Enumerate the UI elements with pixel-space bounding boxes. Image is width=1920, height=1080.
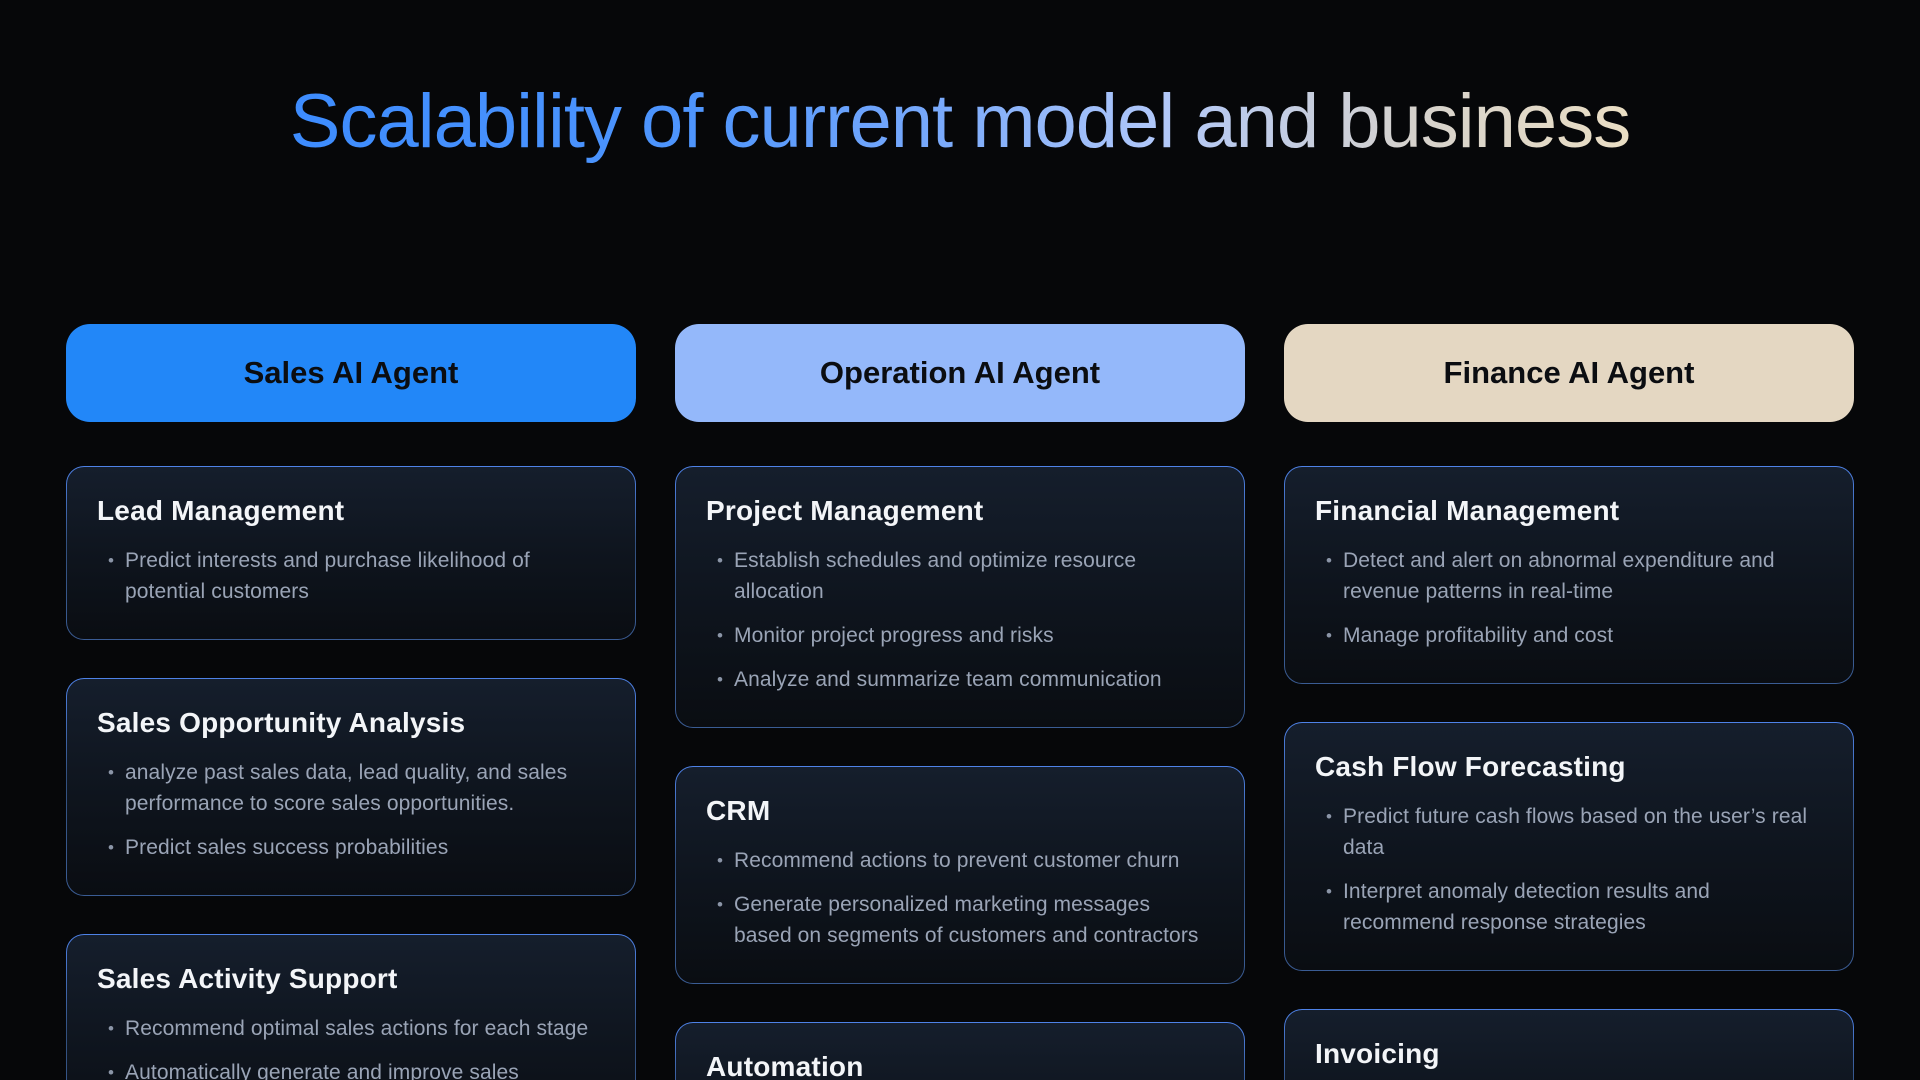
- bullet-text: Automatically generate and improve sales…: [125, 1061, 519, 1080]
- bullet-list: • Establish schedules and optimize resour…: [706, 545, 1208, 695]
- feature-card: Sales Activity Support • Recommend optima…: [66, 934, 636, 1080]
- bullet-dot: •: [108, 763, 114, 782]
- card-title: Sales Activity Support: [97, 963, 398, 994]
- agent-header: Finance AI Agent: [1284, 324, 1854, 422]
- card-title: Invoicing: [1315, 1038, 1440, 1069]
- bullet-dot: •: [108, 551, 114, 570]
- bullet-item: • Predict sales success probabilities: [97, 832, 599, 863]
- bullet-list: • Recommend actions to prevent customer c…: [706, 845, 1208, 951]
- page-title: Scalability of current model and busines…: [0, 82, 1920, 162]
- feature-card: Invoicing •Analyze contract contents and…: [1284, 1009, 1854, 1080]
- feature-card: Automation •Create natural language-base…: [675, 1022, 1245, 1080]
- page-title-text: Scalability of current model and busines…: [289, 79, 1631, 164]
- bullet-text: Detect and alert on abnormal expenditure…: [1343, 549, 1775, 603]
- feature-card: Lead Management • Predict interests and p…: [66, 466, 636, 640]
- feature-card: Project Management • Establish schedules …: [675, 466, 1245, 728]
- agent-column: Finance AI Agent Financial Management • D…: [1284, 324, 1854, 1080]
- agent-column: Operation AI Agent Project Management • E…: [675, 324, 1245, 1080]
- bullet-list: • Predict interests and purchase likeliho…: [97, 545, 599, 607]
- bullet-text: Monitor project progress and risks: [734, 624, 1054, 647]
- bullet-dot: •: [108, 1063, 114, 1080]
- bullet-text: Generate personalized marketing messages…: [734, 893, 1199, 947]
- bullet-dot: •: [717, 895, 723, 914]
- card-title: Financial Management: [1315, 495, 1620, 526]
- bullet-dot: •: [1326, 882, 1332, 901]
- cards: Lead Management • Predict interests and p…: [66, 466, 636, 1080]
- bullet-text: analyze past sales data, lead quality, a…: [125, 761, 568, 815]
- bullet-list: • Recommend optimal sales actions for eac…: [97, 1013, 599, 1080]
- card-title: CRM: [706, 795, 771, 826]
- bullet-text: Analyze and summarize team communication: [734, 668, 1162, 691]
- cards: Financial Management • Detect and alert o…: [1284, 466, 1854, 1080]
- bullet-text: Manage profitability and cost: [1343, 624, 1614, 647]
- card-title: Lead Management: [97, 495, 345, 526]
- bullet-item: • Manage profitability and cost: [1315, 620, 1817, 651]
- feature-card: CRM • Recommend actions to prevent custom…: [675, 766, 1245, 984]
- bullet-item: • Monitor project progress and risks: [706, 620, 1208, 651]
- bullet-list: • Predict future cash flows based on the …: [1315, 801, 1817, 938]
- bullet-dot: •: [717, 626, 723, 645]
- cards: Project Management • Establish schedules …: [675, 466, 1245, 1080]
- bullet-dot: •: [717, 551, 723, 570]
- bullet-dot: •: [108, 1019, 114, 1038]
- card-title: Automation: [706, 1051, 864, 1080]
- bullet-text: Predict future cash flows based on the u…: [1343, 805, 1808, 859]
- bullet-dot: •: [717, 670, 723, 689]
- bullet-item: • Predict interests and purchase likeliho…: [97, 545, 599, 607]
- bullet-text: Predict sales success probabilities: [125, 836, 449, 859]
- card-title: Project Management: [706, 495, 984, 526]
- bullet-text: Interpret anomaly detection results and …: [1343, 880, 1710, 934]
- card-title: Sales Opportunity Analysis: [97, 707, 466, 738]
- agent-header: Sales AI Agent: [66, 324, 636, 422]
- columns: Sales AI Agent Lead Management • Predict …: [66, 324, 1854, 1080]
- bullet-item: • Detect and alert on abnormal expenditur…: [1315, 545, 1817, 607]
- bullet-text: Recommend actions to prevent customer ch…: [734, 849, 1180, 872]
- bullet-item: • analyze past sales data, lead quality, …: [97, 757, 599, 819]
- bullet-dot: •: [717, 851, 723, 870]
- agent-column: Sales AI Agent Lead Management • Predict …: [66, 324, 636, 1080]
- bullet-item: • Establish schedules and optimize resour…: [706, 545, 1208, 607]
- bullet-dot: •: [1326, 551, 1332, 570]
- bullet-dot: •: [108, 838, 114, 857]
- bullet-list: • analyze past sales data, lead quality, …: [97, 757, 599, 863]
- bullet-item: • Predict future cash flows based on the …: [1315, 801, 1817, 863]
- card-title: Cash Flow Forecasting: [1315, 751, 1626, 782]
- bullet-text: Predict interests and purchase likelihoo…: [125, 549, 530, 603]
- bullet-item: • Analyze and summarize team communicatio…: [706, 664, 1208, 695]
- feature-card: Sales Opportunity Analysis • analyze past…: [66, 678, 636, 896]
- feature-card: Financial Management • Detect and alert o…: [1284, 466, 1854, 684]
- bullet-list: • Detect and alert on abnormal expenditur…: [1315, 545, 1817, 651]
- bullet-item: • Automatically generate and improve sale…: [97, 1057, 599, 1080]
- bullet-text: Establish schedules and optimize resourc…: [734, 549, 1137, 603]
- bullet-item: • Interpret anomaly detection results and…: [1315, 876, 1817, 938]
- bullet-text: Recommend optimal sales actions for each…: [125, 1017, 589, 1040]
- bullet-dot: •: [1326, 807, 1332, 826]
- bullet-item: • Recommend optimal sales actions for eac…: [97, 1013, 599, 1044]
- bullet-dot: •: [1326, 626, 1332, 645]
- bullet-item: • Recommend actions to prevent customer c…: [706, 845, 1208, 876]
- agent-header: Operation AI Agent: [675, 324, 1245, 422]
- feature-card: Cash Flow Forecasting • Predict future ca…: [1284, 722, 1854, 971]
- bullet-item: • Generate personalized marketing message…: [706, 889, 1208, 951]
